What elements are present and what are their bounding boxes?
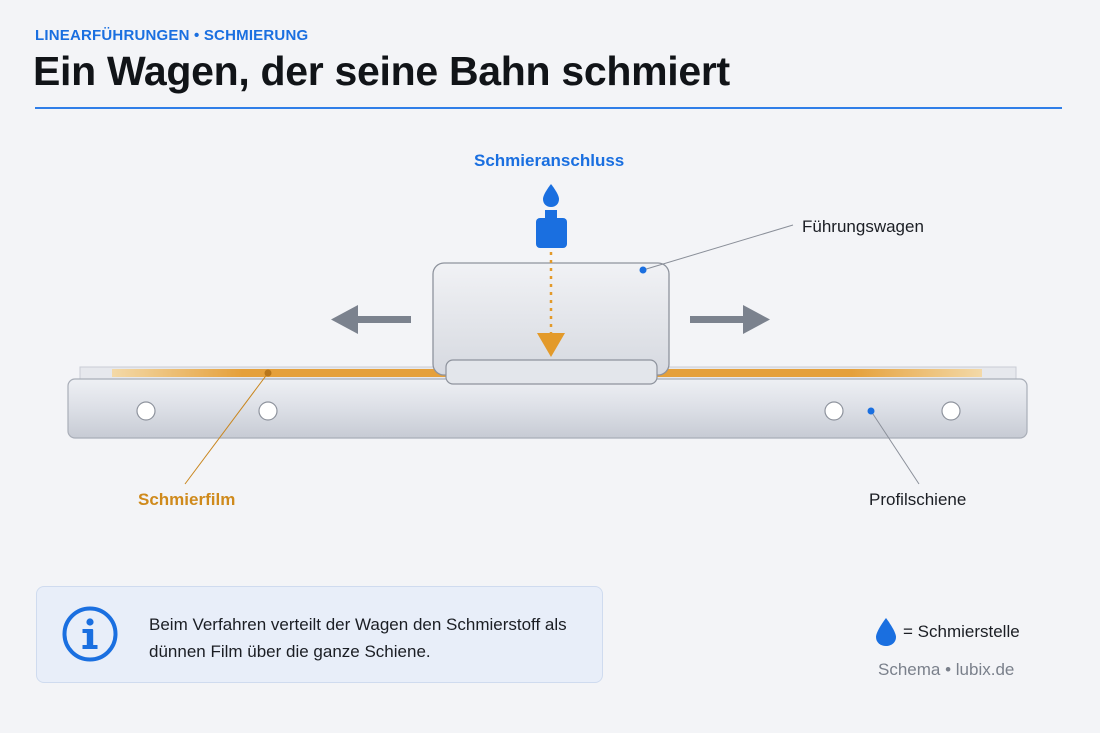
leader-dot [264, 369, 272, 377]
drop-icon [876, 618, 896, 646]
arrow-right-icon [690, 305, 770, 334]
leader-dot [867, 407, 875, 415]
page-title: Ein Wagen, der seine Bahn schmiert [33, 48, 730, 94]
info-icon [62, 606, 118, 662]
arrow-left-icon [331, 305, 411, 334]
drop-icon [543, 184, 559, 207]
eyebrow: LINEARFÜHRUNGEN • SCHMIERUNG [35, 27, 309, 44]
label-rail: Profilschiene [869, 490, 967, 509]
rail-hole [258, 401, 278, 421]
info-box: Beim Verfahren verteilt der Wagen den Sc… [36, 586, 603, 683]
grease-nipple-icon [536, 210, 567, 248]
rail-hole [824, 401, 844, 421]
label-lube-film: Schmierfilm [138, 490, 236, 509]
label-lube-port: Schmieranschluss [474, 151, 625, 170]
leader-carriage [642, 224, 794, 271]
rail-hole [136, 401, 156, 421]
info-text: Beim Verfahren verteilt der Wagen den Sc… [149, 615, 567, 661]
leader-film [184, 372, 269, 485]
carriage-foot [445, 359, 658, 385]
leader-rail [870, 410, 920, 485]
leader-dot [639, 266, 647, 274]
rail-hole [941, 401, 961, 421]
legend-text: = Schmierstelle [903, 622, 1020, 641]
credit: Schema • lubix.de [878, 660, 1015, 679]
legend: = Schmierstelle [875, 617, 1020, 647]
arrow-down-icon [537, 333, 565, 357]
label-carriage: Führungswagen [802, 217, 924, 236]
title-divider [35, 107, 1062, 109]
